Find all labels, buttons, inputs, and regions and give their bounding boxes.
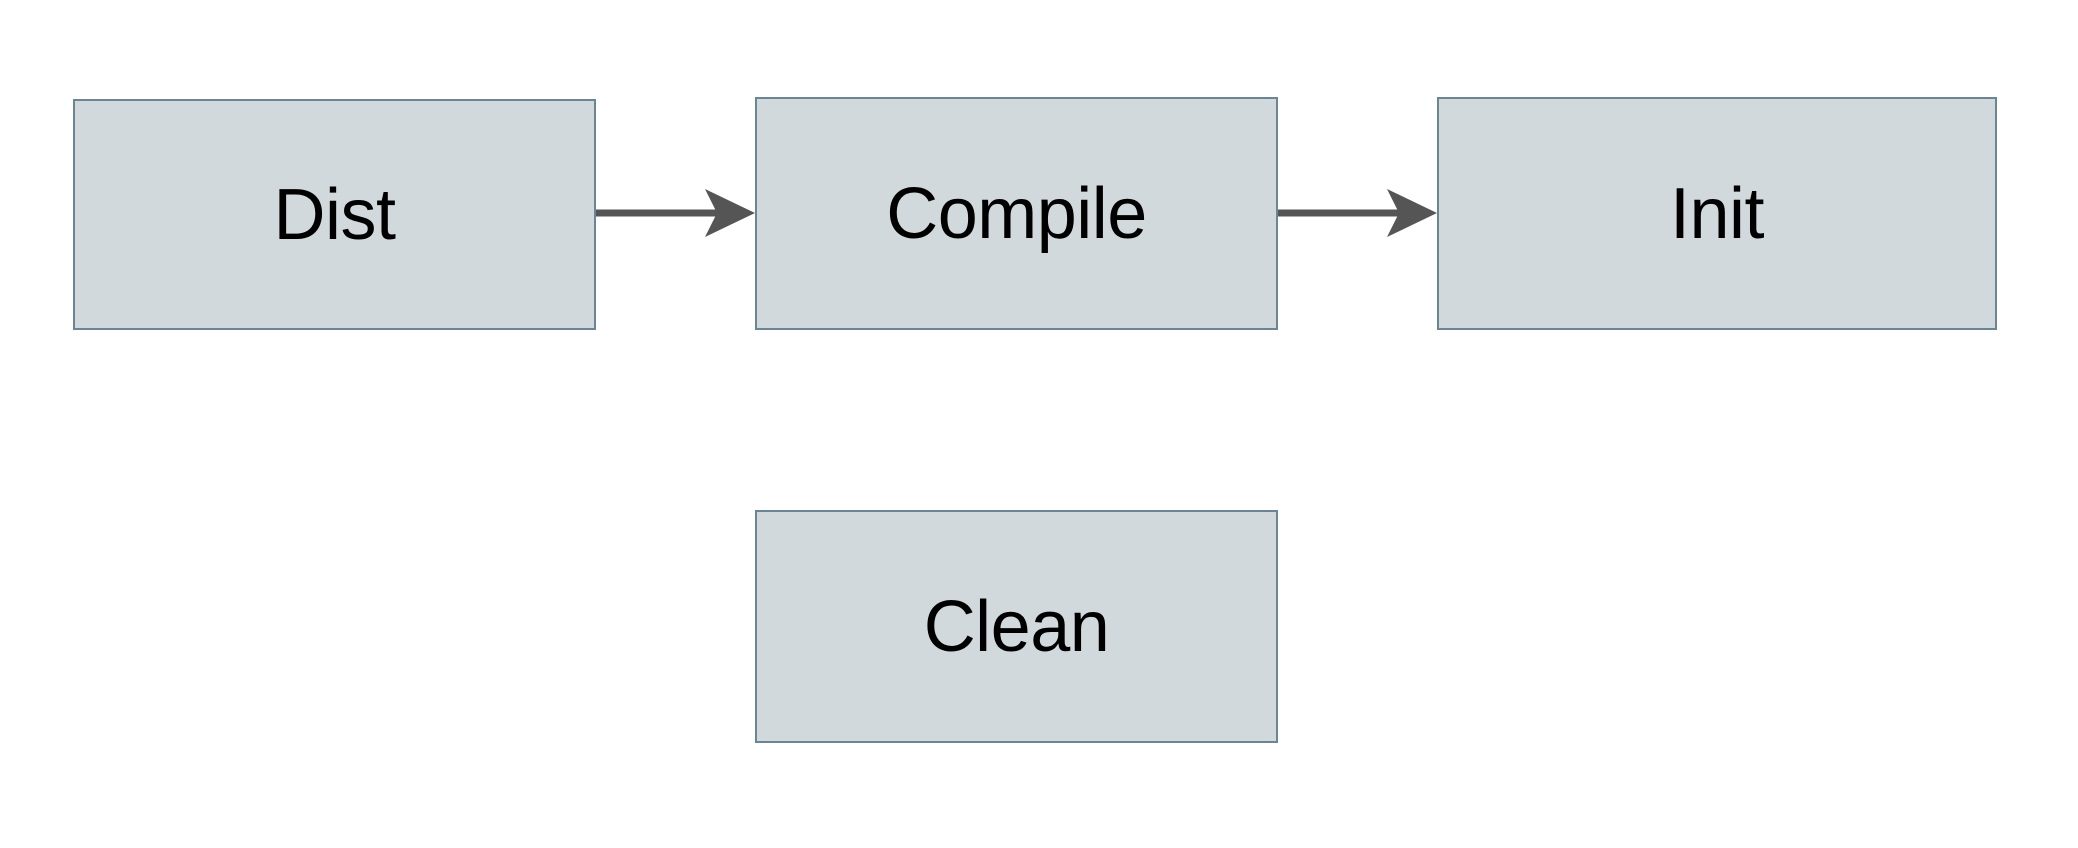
node-dist[interactable]: Dist	[73, 99, 596, 330]
node-dist-label: Dist	[273, 174, 397, 255]
edge-dist-to-compile	[596, 189, 755, 237]
edge-compile-to-init	[1278, 189, 1437, 237]
edge-dist-to-compile-arrowhead	[705, 189, 755, 237]
edge-compile-to-init-arrowhead	[1387, 189, 1437, 237]
node-init-label: Init	[1669, 173, 1765, 254]
node-clean-label: Clean	[923, 586, 1110, 667]
node-compile[interactable]: Compile	[755, 97, 1278, 330]
node-compile-label: Compile	[886, 173, 1147, 254]
node-clean[interactable]: Clean	[755, 510, 1278, 743]
node-init[interactable]: Init	[1437, 97, 1997, 330]
